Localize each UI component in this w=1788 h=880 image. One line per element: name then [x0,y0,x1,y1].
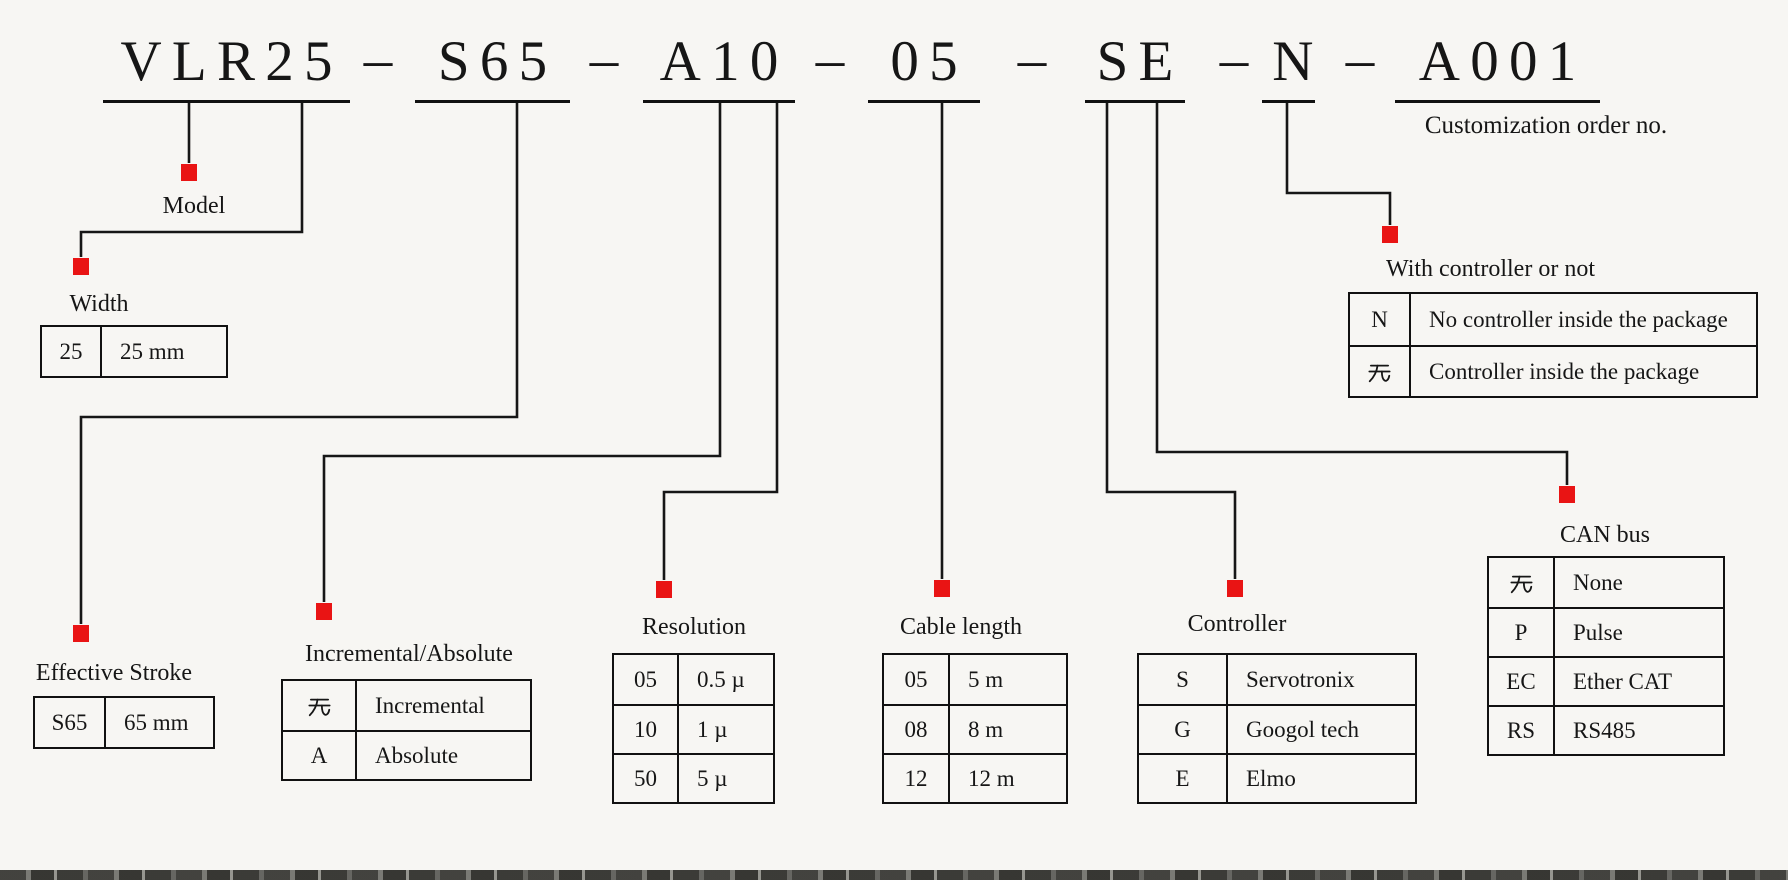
table-cell-code: 05 [614,655,679,704]
incremental-absolute-marker [316,603,332,620]
table-cell-code: 12 [884,753,950,802]
segment-separator: – [1017,28,1047,91]
wu-character-glyph [307,698,331,717]
effective-stroke-marker [73,625,89,642]
controller-label: Controller [1187,611,1287,637]
table-cell-desc: Incremental [375,692,485,718]
table-cell-code: S [1139,655,1228,704]
wu-character-glyph [1509,575,1533,594]
table-cell-code: E [1139,753,1228,802]
table-cell-code: 50 [614,753,679,802]
table-cell-code: N [1350,294,1411,345]
table-cell-desc: Absolute [357,730,530,779]
incremental-absolute-table: Incremental A Absolute [281,679,532,781]
table-cell-code: G [1139,704,1228,753]
table-cell-desc: Elmo [1228,753,1415,802]
controller-table: S Servotronix G Googol tech E Elmo [1137,653,1417,804]
table-cell-code: RS [1489,705,1555,754]
resolution-marker [656,581,672,598]
with-controller-marker [1382,226,1398,243]
table-cell-code: P [1489,607,1555,656]
connector-incremental-absolute-line [322,102,722,602]
model-code-segment-s65: S65 [415,32,570,103]
table-cell-desc: 0.5 µ [697,666,745,692]
model-code-segment-05: 05 [868,32,980,103]
table-cell-desc: 1 µ [679,704,773,753]
connector-effective-stroke-line [79,102,519,624]
controller-marker [1227,580,1243,597]
table-cell-desc: None [1573,569,1623,595]
can-bus-table: None P Pulse EC Ether CAT RS RS485 [1487,556,1725,756]
table-cell-desc: Servotronix [1246,666,1355,692]
segment-separator: – [589,28,619,91]
table-cell-desc: 12 m [950,753,1066,802]
cable-length-label: Cable length [900,614,1022,640]
model-code-segment-se: SE [1085,32,1185,103]
table-cell-code: EC [1489,656,1555,705]
model-code-segment-a10: A10 [643,32,795,103]
table-cell-code: 05 [884,655,950,704]
model-code-segment-n: N [1262,32,1315,103]
segment-separator: – [1219,28,1249,91]
with-controller-table: N No controller inside the package Contr… [1348,292,1758,398]
resolution-label: Resolution [641,614,746,640]
table-cell-desc: 65 mm [124,709,189,735]
table-cell-desc: Ether CAT [1555,656,1723,705]
can-bus-label: CAN bus [1559,522,1650,548]
effective-stroke-label: Effective Stroke [35,660,193,686]
connector-with-controller-line [1285,102,1392,225]
model-code-segment-vlr25: VLR25 [103,32,350,103]
incremental-absolute-label: Incremental/Absolute [305,641,513,667]
table-cell-code: A [283,730,357,779]
width-table: 25 25 mm [40,325,228,378]
segment-separator: – [815,28,845,91]
model-label: Model [162,193,226,219]
connector-width-line [79,102,304,257]
table-cell-desc: RS485 [1555,705,1723,754]
table-cell-code-wu [1489,558,1555,607]
table-cell-desc: 25 mm [120,338,185,364]
connector-can-bus-line [1155,102,1569,485]
cable-length-marker [934,580,950,597]
model-code-segment-a001: A001 [1395,32,1600,103]
with-controller-label: With controller or not [1386,256,1595,282]
table-cell-code: 10 [614,704,679,753]
table-cell-code-wu [283,681,357,730]
can-bus-marker [1559,486,1575,503]
connector-controller-line [1105,102,1237,579]
segment-separator: – [1345,28,1375,91]
table-cell-code: S65 [35,698,106,747]
resolution-table: 05 0.5 µ 10 1 µ 50 5 µ [612,653,775,804]
page-bottom-scan-edge [0,870,1788,880]
table-cell-desc: 5 µ [679,753,773,802]
table-cell-code: 25 [42,327,102,376]
effective-stroke-table: S65 65 mm [33,696,215,749]
segment-separator: – [363,28,393,91]
width-marker [73,258,89,275]
customization-note: Customization order no. [1424,112,1668,139]
table-cell-desc: Controller inside the package [1411,345,1756,396]
table-cell-code: 08 [884,704,950,753]
table-cell-desc: Pulse [1555,607,1723,656]
table-cell-desc: No controller inside the package [1429,306,1728,332]
table-cell-desc: 5 m [968,666,1004,692]
table-cell-desc: Googol tech [1228,704,1415,753]
width-label: Width [69,291,129,317]
table-cell-desc: 8 m [950,704,1066,753]
table-cell-code-wu [1350,345,1411,396]
model-marker [181,164,197,181]
connector-resolution-line [662,102,779,580]
cable-length-table: 05 5 m 08 8 m 12 12 m [882,653,1068,804]
wu-character-glyph [1368,364,1391,383]
